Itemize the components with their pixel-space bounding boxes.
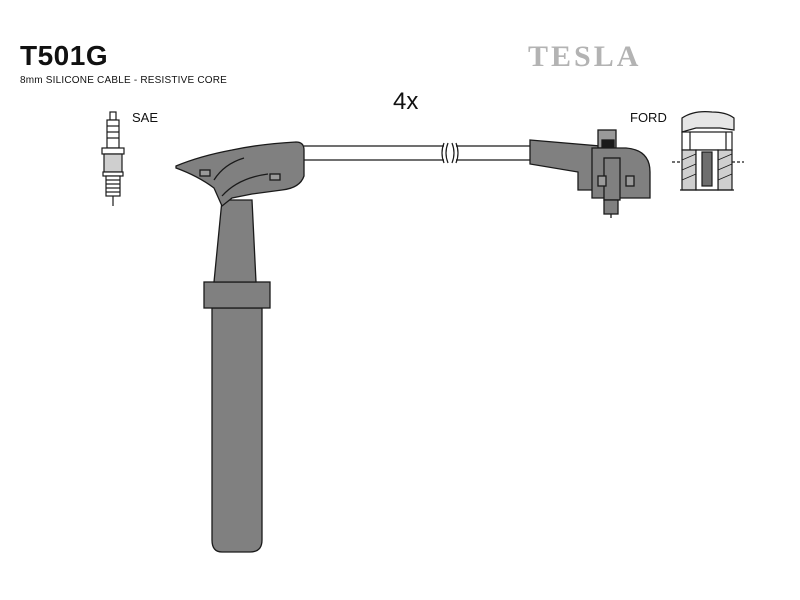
coil-terminal-icon bbox=[672, 111, 744, 191]
ford-label: FORD bbox=[630, 110, 667, 125]
part-number: T501G bbox=[20, 40, 109, 71]
quantity-label: 4x bbox=[393, 88, 419, 115]
spark-plug-boot bbox=[175, 141, 305, 553]
ignition-cable bbox=[304, 142, 532, 164]
sae-label: SAE bbox=[132, 110, 159, 125]
brand-logo: TESLA bbox=[528, 40, 642, 73]
cable-spec: 8mm SILICONE CABLE - RESISTIVE CORE bbox=[20, 75, 228, 86]
coil-boot bbox=[529, 129, 651, 218]
spark-plug-icon bbox=[101, 111, 125, 206]
